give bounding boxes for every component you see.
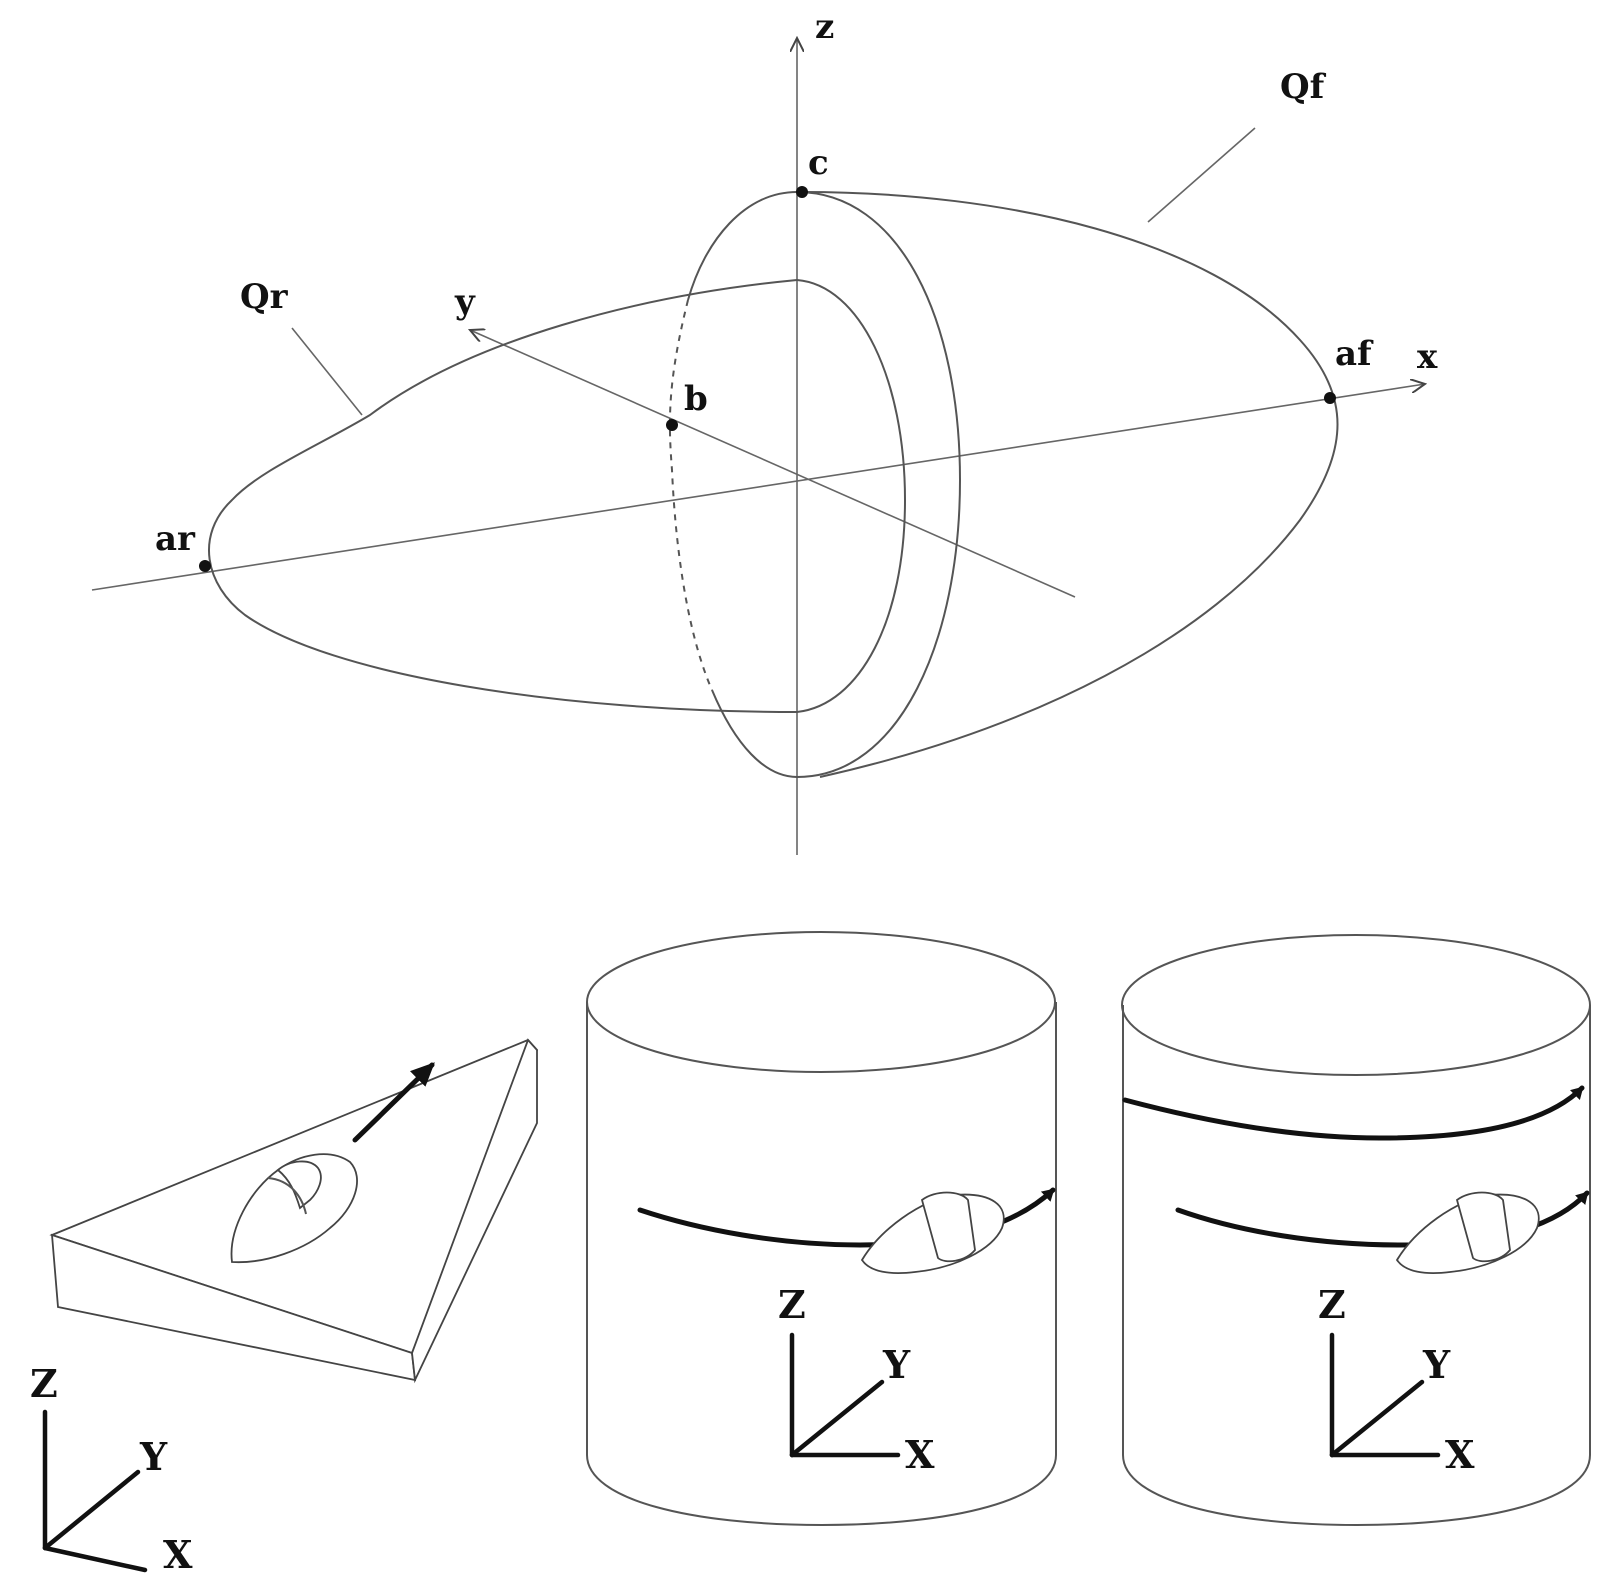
cylinder2-top (1121, 934, 1591, 1076)
plate-axis-triad: Z Y X (30, 1361, 193, 1577)
cylinder1-axis-x-label: X (905, 1432, 935, 1477)
cylinder1-axis-y-label: Y (882, 1342, 911, 1387)
qr-label: Qr (240, 277, 289, 317)
rear-ellipsoid-outline (208, 279, 798, 713)
cylinder1-axis-z-label: Z (778, 1282, 806, 1327)
point-af-marker (1324, 392, 1336, 404)
cross-section-hidden-edge (668, 299, 713, 691)
plate-heat-source (230, 1153, 358, 1264)
cylinder1-axis-triad: Z Y X (778, 1282, 935, 1477)
point-af-label: af (1335, 334, 1374, 374)
point-b-label: b (684, 379, 708, 419)
cylinder1-weld-path (637, 1187, 1056, 1248)
cylinder1-heat-source (860, 1191, 1005, 1274)
cylinder2-axis-y-label: Y (1422, 1342, 1451, 1387)
point-b-marker (666, 419, 678, 431)
plate-travel-arrow (352, 1062, 435, 1143)
cylinder-single-pass-panel: Z Y X (586, 931, 1057, 1527)
cylinder2-weld-path-upper (1122, 1085, 1585, 1141)
y-axis-label: y (454, 282, 476, 322)
plate-right-face (411, 1038, 538, 1384)
plate-axis-y-label: Y (139, 1434, 168, 1479)
front-ellipsoid-outline (801, 191, 1339, 778)
qf-leader-line (1147, 127, 1256, 223)
cylinder1-top (586, 931, 1056, 1073)
cylinder2-body (1122, 1005, 1591, 1527)
cross-section-back-edge-upper (687, 191, 798, 301)
point-ar-marker (199, 560, 211, 572)
point-c-marker (796, 186, 808, 198)
cylinder2-axis-triad: Z Y X (1318, 1282, 1475, 1477)
x-axis-line (91, 384, 1425, 591)
cylinder2-axis-z-label: Z (1318, 1282, 1346, 1327)
cylinder-double-pass-panel: Z Y X (1121, 934, 1591, 1527)
double-ellipsoid-diagram: z x y c b af ar Qf Qr (91, 7, 1438, 855)
cross-section-back-edge-lower (711, 689, 798, 778)
point-ar-label: ar (155, 519, 196, 559)
cross-section-front-edge (796, 191, 962, 778)
plate-axis-x-label: X (163, 1532, 193, 1577)
cylinder2-heat-source (1395, 1191, 1540, 1274)
qr-leader-line (291, 327, 363, 416)
cylinder1-body (586, 1002, 1057, 1527)
z-axis-label: z (815, 7, 834, 47)
qf-label: Qf (1280, 67, 1327, 107)
y-axis-line (470, 330, 1076, 598)
cylinder2-weld-path-lower (1175, 1190, 1590, 1248)
x-axis-label: x (1417, 337, 1438, 377)
point-c-label: c (808, 143, 829, 183)
cylinder2-axis-x-label: X (1445, 1432, 1475, 1477)
flat-plate-panel: Z Y X (30, 1038, 539, 1577)
rear-cut-curve (796, 279, 907, 713)
plate-axis-z-label: Z (30, 1361, 58, 1406)
